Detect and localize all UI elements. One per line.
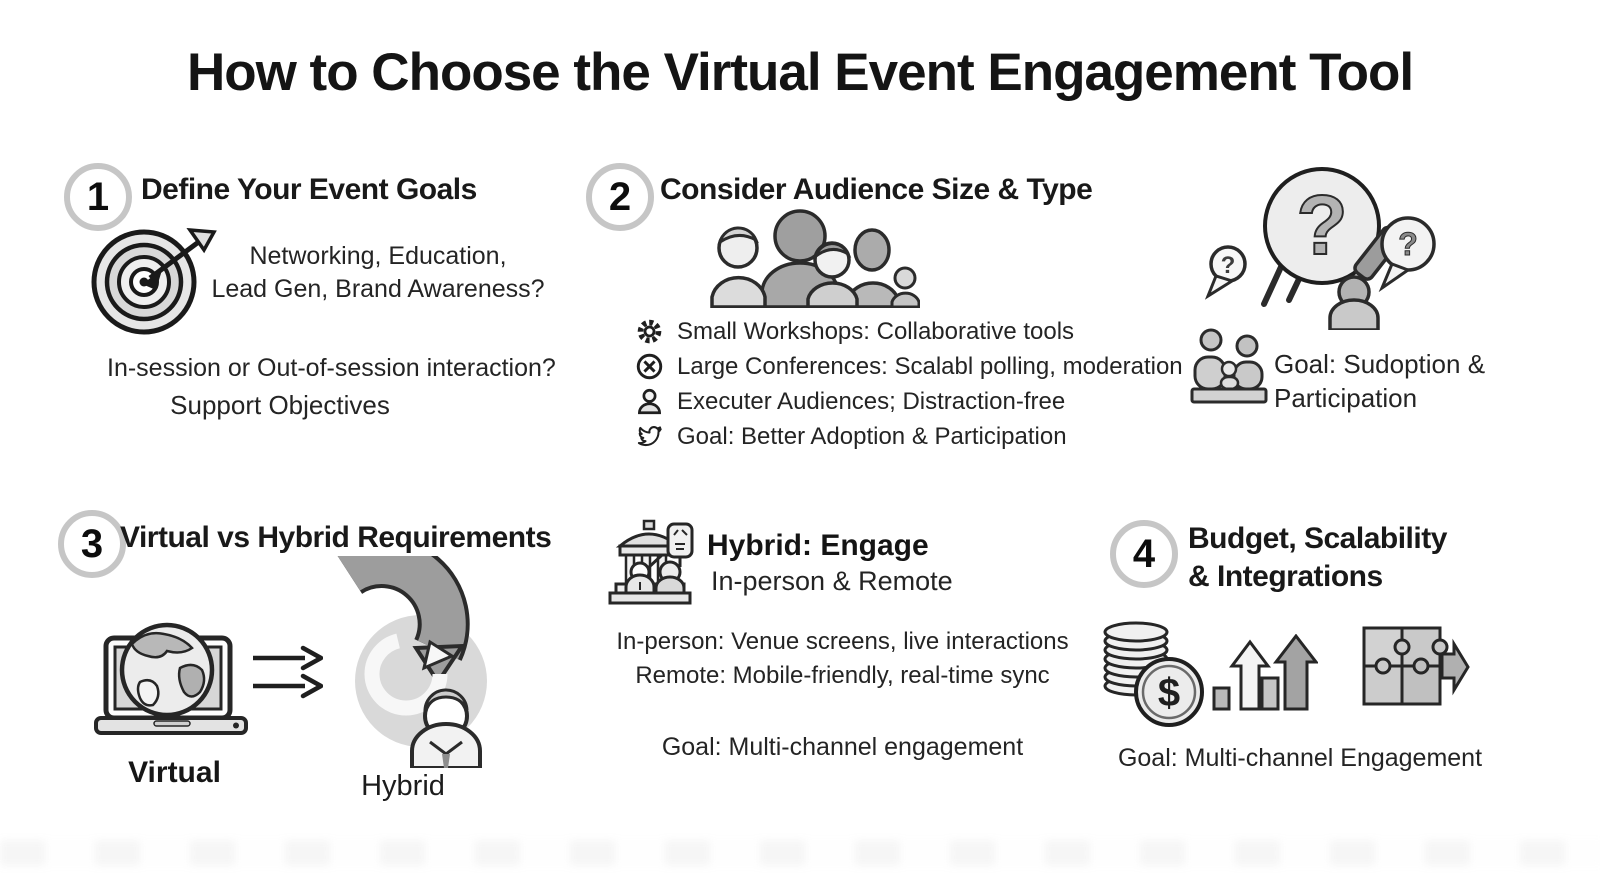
list-item: Small Workshops: Collaborative tools [636,314,1183,349]
step4-heading-line2: & Integrations [1188,559,1383,593]
bottom-artifact-band [0,840,1600,866]
step1-goals-text: Networking, Education, Lead Gen, Brand A… [198,240,558,305]
puzzle-arrow-icon [1358,622,1470,712]
list-item-text: Large Conferences: Scalabl polling, mode… [677,352,1183,380]
target-icon [82,220,217,338]
hybrid-label: Hybrid [361,770,445,802]
step1-number-badge: 1 [64,163,132,231]
page-title: How to Choose the Virtual Event Engageme… [186,43,1414,102]
hybrid-panel-goal: Goal: Multi-channel engagement [661,733,1024,761]
venue-building-icon [606,514,698,606]
coins-dollar-icon: $ [1100,612,1205,728]
step4-number-badge: 4 [1110,520,1178,588]
step2-heading: Consider Audience Size & Type [660,173,1093,206]
laptop-globe-icon [92,608,257,743]
hybrid-panel-subtitle: In-person & Remote [711,566,953,596]
step1-goals-line2: Lead Gen, Brand Awareness? [211,274,545,303]
meeting-table-icon [1190,327,1268,405]
step1-heading: Define Your Event Goals [141,173,477,206]
list-item-text: Small Workshops: Collaborative tools [677,317,1075,345]
step1-support: Support Objectives [170,390,390,420]
svg-text:?: ? [1398,226,1418,262]
svg-text:?: ? [1296,178,1347,272]
step4-goal: Goal: Multi-channel Engagement [1117,744,1483,772]
hybrid-loop-person-icon [318,556,488,768]
growth-bars-icon [1212,634,1318,712]
step2-number: 2 [608,174,632,219]
step1-goals-line1: Networking, Education, [249,242,507,270]
step3-number-badge: 3 [58,510,126,578]
list-item-text: Executer Audiences; Distraction-free [677,387,1066,415]
hybrid-panel-title: Hybrid: Engage [707,529,929,562]
hybrid-panel-lines: In-person: Venue screens, live interacti… [595,625,1090,693]
svg-text:$: $ [1158,671,1180,715]
list-item: Executer Audiences; Distraction-free [636,384,1183,419]
hybrid-inperson-line: In-person: Venue screens, live interacti… [616,628,1069,655]
step2-number-badge: 2 [586,163,654,231]
step3-heading: Virtual vs Hybrid Requirements [120,521,552,554]
virtual-label: Virtual [128,756,221,789]
double-arrow-icon [253,642,323,704]
list-item-text: Goal: Better Adoption & Participation [677,422,1067,450]
audience-group-icon [700,206,920,308]
question-marks-icon: ? ? ? [1202,160,1447,330]
list-item: Large Conferences: Scalabl polling, mode… [636,349,1183,384]
step3-number: 3 [80,521,104,566]
bird-icon [636,423,663,450]
step1-question: In-session or Out-of-session interaction… [107,354,556,382]
list-item: Goal: Better Adoption & Participation [636,419,1183,454]
audience-type-list: Small Workshops: Collaborative tools Lar… [636,314,1183,454]
step4-number: 4 [1132,531,1156,576]
step2-side-goal: Goal: Sudoption & Participation [1274,349,1486,413]
step4-heading-line1: Budget, Scalability [1188,522,1447,555]
circle-x-icon [636,353,663,380]
hybrid-remote-line: Remote: Mobile-friendly, real-time sync [635,662,1050,690]
gear-icon [636,318,663,345]
svg-text:?: ? [1221,252,1236,279]
person-icon [636,388,663,415]
step4-heading: Budget, Scalability & Integrations [1188,520,1447,595]
step1-number: 1 [86,174,110,219]
